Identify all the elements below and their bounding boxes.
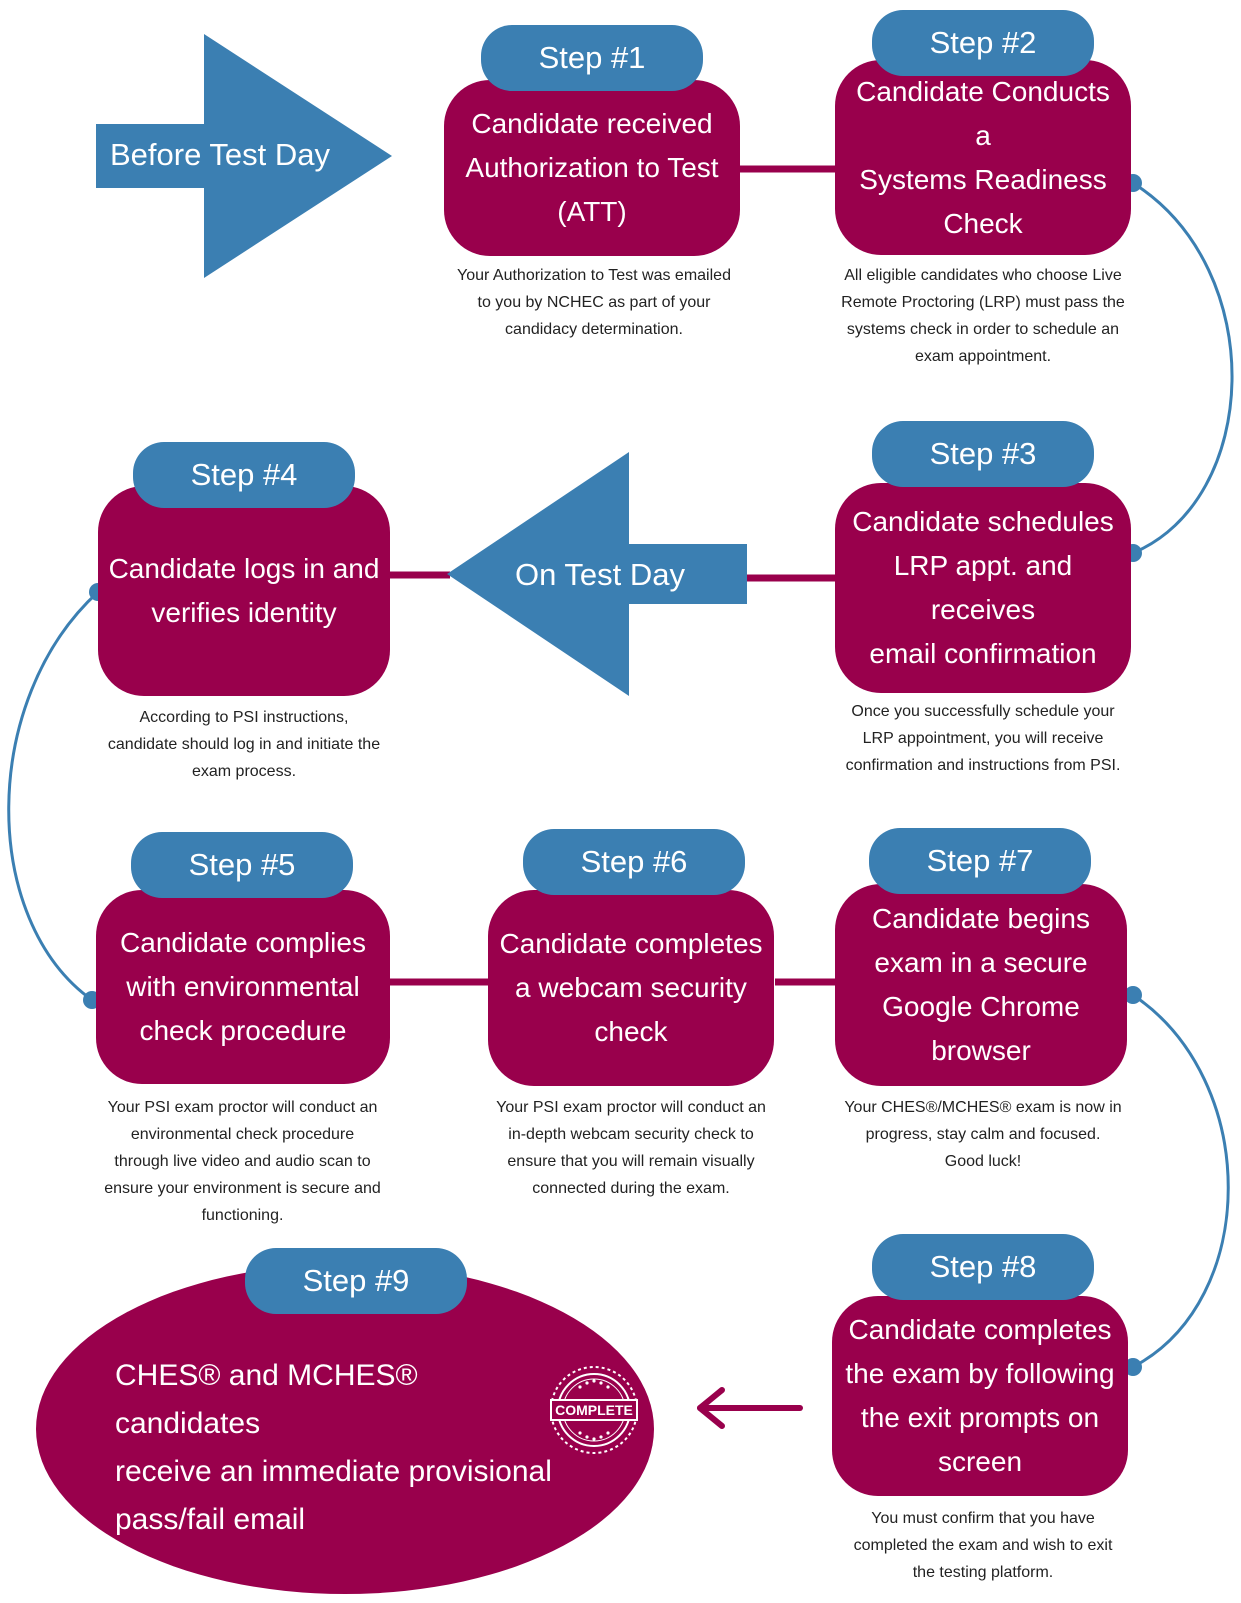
step4-description: According to PSI instructions, candidate…	[107, 709, 381, 780]
step1-box: Candidate received Authorization to Test…	[444, 80, 740, 256]
step1-label: Step #1	[481, 25, 703, 91]
step7-title-line: Candidate begins	[872, 903, 1090, 934]
step2-description: All eligible candidates who choose Live …	[841, 267, 1125, 365]
step7-description: Your CHES®/MCHES® exam is now in progres…	[844, 1099, 1122, 1170]
step6-description: Your PSI exam proctor will conduct an in…	[496, 1099, 766, 1197]
on-test-day-label: On Test Day	[514, 557, 685, 592]
step1-title-line: Authorization to Test	[465, 152, 719, 183]
step4-box: Candidate logs in and verifies identity	[98, 486, 390, 696]
step5-title-line: check procedure	[139, 1015, 347, 1046]
step1-title-line: (ATT)	[557, 196, 627, 227]
curve-step2-step3	[1132, 181, 1234, 555]
step5-label: Step #5	[131, 832, 353, 898]
step3-box: Candidate schedules LRP appt. and receiv…	[835, 483, 1131, 693]
curve-step4-step5	[7, 590, 100, 1002]
step3-label: Step #3	[872, 421, 1094, 487]
step8-box: Candidate completes the exam by followin…	[832, 1296, 1128, 1496]
step9-ellipse	[36, 1264, 654, 1594]
step3-title-line: email confirmation	[869, 638, 1097, 669]
final-arrow-head	[697, 1387, 725, 1429]
step2-box: Candidate Conducts a Systems Readiness C…	[835, 60, 1131, 255]
step8-description: You must confirm that you have completed…	[853, 1510, 1113, 1581]
step6-label: Step #6	[523, 829, 745, 895]
step5-box: Candidate complies with environmental ch…	[96, 890, 390, 1084]
before-test-day-label: Before Test Day	[110, 137, 330, 172]
step9-text: CHES® and MCHES® candidates receive an i…	[115, 1352, 555, 1544]
step1-description: Your Authorization to Test was emailed t…	[457, 267, 731, 338]
on-test-day-arrow	[447, 452, 747, 696]
seal-text: COMPLETE	[555, 1402, 633, 1418]
step4-title-line: Candidate logs in and	[108, 553, 380, 584]
step9-title-line: CHES® and MCHES® candidates	[115, 1359, 418, 1440]
step9-label: Step #9	[245, 1248, 467, 1314]
step1-title-line: Candidate received	[471, 108, 713, 139]
step7-title-line: browser	[931, 1035, 1031, 1066]
complete-seal-icon: COMPLETE	[550, 1366, 638, 1454]
step7-box: Candidate begins exam in a secure Google…	[835, 884, 1127, 1086]
curve-step7-step8	[1132, 993, 1230, 1369]
step8-title-line: screen	[937, 1446, 1023, 1477]
curve-dot	[1124, 1358, 1142, 1376]
curve-dot	[1124, 986, 1142, 1004]
step2-title-line: Systems Readiness	[859, 163, 1107, 195]
before-test-day-arrow	[96, 34, 392, 278]
step8-title-line: the exit prompts on	[860, 1402, 1100, 1433]
step6-box: Candidate completes a webcam security ch…	[488, 890, 774, 1086]
step3-title-line: Candidate schedules	[852, 506, 1114, 537]
step7-title-line: exam in a secure	[874, 947, 1088, 978]
step7-label: Step #7	[869, 828, 1091, 894]
step4-title-line: verifies identity	[151, 597, 337, 628]
step8-label: Step #8	[872, 1234, 1094, 1300]
step8-title-line: the exam by following	[845, 1358, 1115, 1389]
step7-title-line: Google Chrome	[882, 991, 1080, 1022]
step4-label: Step #4	[133, 442, 355, 508]
step9-title-line: pass/fail email	[115, 1503, 306, 1536]
step2-title-line: Candidate Conducts a	[856, 75, 1110, 151]
step2-title-line: Check	[943, 207, 1023, 239]
step3-description: Once you successfully schedule your LRP …	[845, 703, 1121, 774]
step6-title-line: a webcam security	[515, 972, 747, 1003]
step8-title-line: Candidate completes	[848, 1314, 1112, 1345]
step5-title-line: with environmental	[126, 971, 360, 1002]
step5-title-line: Candidate complies	[120, 927, 366, 958]
step3-title-line: LRP appt. and receives	[893, 550, 1073, 625]
step6-title-line: Candidate completes	[499, 928, 763, 959]
step9-title-line: receive an immediate provisional	[115, 1455, 552, 1488]
step5-description: Your PSI exam proctor will conduct an en…	[104, 1099, 381, 1224]
step2-label: Step #2	[872, 10, 1094, 76]
step6-title-line: check	[594, 1016, 668, 1047]
